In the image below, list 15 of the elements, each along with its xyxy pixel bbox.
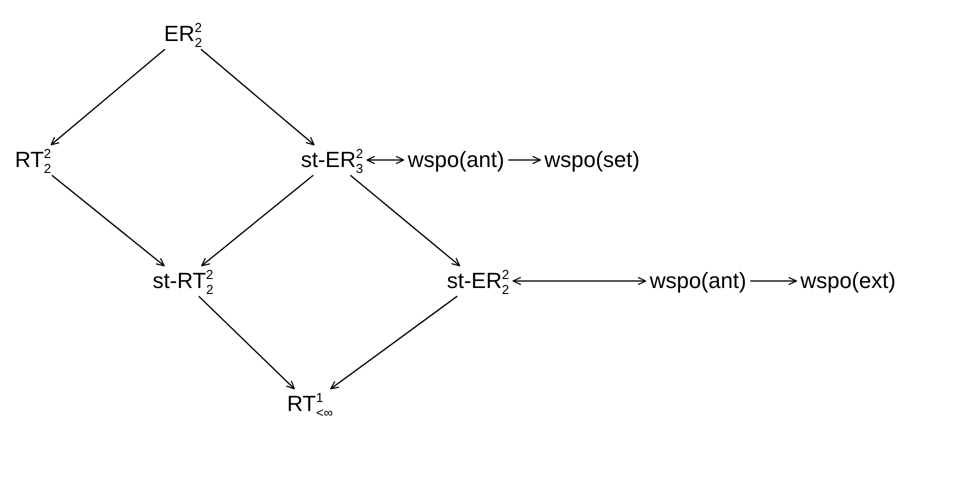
arrow <box>512 276 646 286</box>
arrow <box>330 296 458 390</box>
arrow <box>200 48 315 146</box>
arrow <box>198 296 295 390</box>
node-label: wspo(ant) <box>404 144 508 176</box>
node-label: wspo(ant) <box>646 266 750 296</box>
arrow <box>50 48 166 146</box>
arrow <box>366 156 404 164</box>
arrow <box>750 276 797 286</box>
arrow <box>508 156 541 164</box>
arrow <box>350 174 460 266</box>
node-label: wspo(set) <box>540 144 644 176</box>
arrow <box>51 174 165 266</box>
arrow <box>201 174 314 266</box>
node-label: wspo(ext) <box>796 266 900 296</box>
